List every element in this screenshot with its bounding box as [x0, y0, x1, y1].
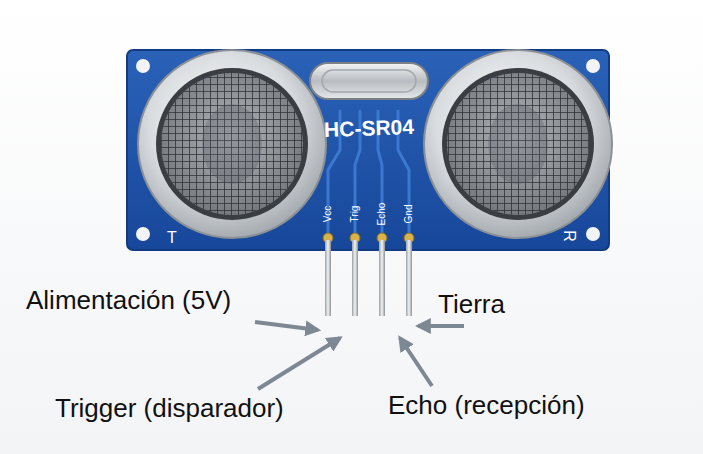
- receiver-transducer-part: [447, 73, 589, 215]
- callout-label: Alimentación (5V): [26, 287, 231, 313]
- receiver-transducer-part: [488, 104, 548, 184]
- transmitter-transducer-part: [161, 73, 303, 215]
- pin-name: Vcc: [323, 206, 333, 223]
- header-pins: [323, 233, 414, 316]
- receiver-transducer-part: [442, 68, 594, 220]
- crystal-oscillator-part: [310, 63, 428, 99]
- pcb-board-part: [586, 59, 600, 73]
- crystal-oscillator-part: [322, 70, 416, 92]
- pcb-board-part: [136, 59, 150, 73]
- transmitter-transducer-part: [156, 68, 308, 220]
- receiver-transducer-part: [447, 73, 589, 215]
- callout-label: Trigger (disparador): [55, 395, 284, 421]
- transmitter-transducer-part: [161, 73, 303, 215]
- transmitter-transducer: [138, 50, 326, 238]
- transducer-mark: R: [561, 230, 577, 242]
- pin-name: Gnd: [404, 205, 414, 224]
- leader-arrows-part: [400, 338, 432, 386]
- leader-arrows: [255, 322, 464, 389]
- pin-name: Echo: [377, 203, 387, 226]
- leader-arrows-part: [418, 324, 464, 328]
- transmitter-transducer-part: [202, 104, 262, 184]
- leader-arrows-part: [255, 322, 318, 330]
- leader-arrows-part: [258, 338, 340, 389]
- model-name: HC-SR04: [324, 116, 415, 140]
- header-pins-part: [325, 240, 331, 316]
- header-pins-part: [352, 240, 358, 316]
- header-pins-part: [406, 240, 412, 316]
- transmitter-transducer-part: [138, 50, 326, 238]
- callout-label: Tierra: [438, 291, 505, 317]
- pin-name: Trig: [350, 206, 360, 223]
- receiver-transducer-part: [424, 50, 612, 238]
- receiver-transducer: [424, 50, 612, 238]
- transducer-mark: T: [167, 230, 177, 246]
- callout-label: Echo (recepción): [388, 392, 585, 418]
- pcb-board-part: [136, 227, 150, 241]
- crystal-oscillator: [310, 63, 428, 99]
- pcb-board-part: [586, 227, 600, 241]
- header-pins-part: [379, 240, 385, 316]
